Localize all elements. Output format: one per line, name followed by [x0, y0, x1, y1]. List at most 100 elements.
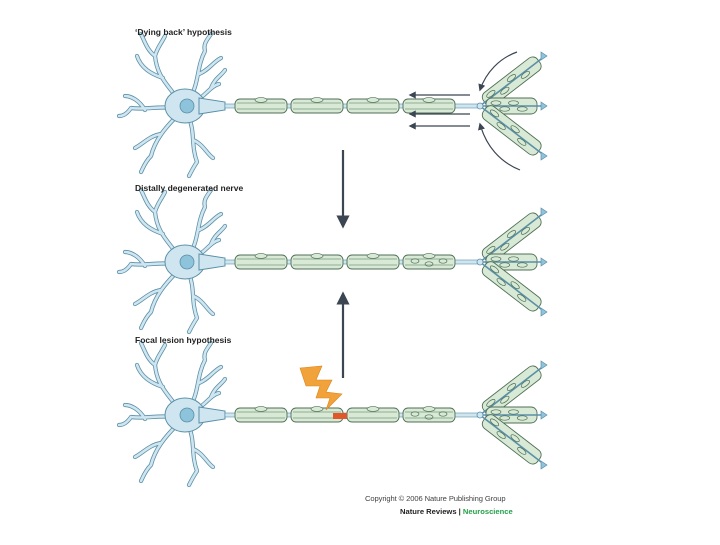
branch-point [476, 411, 484, 419]
schwann-nucleus [310, 253, 324, 259]
synaptic-bouton [540, 257, 548, 267]
nucleus [179, 254, 195, 270]
myelin-segment [290, 97, 344, 114]
myelin-ovoid [506, 383, 516, 391]
myelin-ovoid [517, 294, 527, 302]
myelin-ovoid [506, 74, 516, 82]
myelin-segment [346, 253, 400, 270]
schwann-nucleus [254, 253, 268, 259]
myelin-ovoid [500, 86, 510, 95]
synaptic-bouton [540, 307, 548, 317]
nerve-terminals-2 [476, 207, 548, 317]
myelin-ovoid [489, 109, 500, 118]
nerve-terminals-3 [476, 360, 548, 470]
schwann-nucleus [254, 97, 268, 103]
myelin-ovoid [500, 395, 510, 404]
schwann-nucleus [422, 97, 436, 103]
branch-point [476, 258, 484, 266]
myelin-segment [402, 97, 456, 114]
terminal-branch [479, 414, 548, 470]
myelin-ovoid [424, 261, 434, 267]
myelin-segment [234, 253, 288, 270]
myelin-ovoid [510, 434, 520, 443]
terminal-axon [479, 105, 546, 157]
dendrite [133, 114, 179, 174]
terminal-branch [479, 105, 548, 161]
dendrite [135, 341, 179, 409]
dendrite [187, 272, 215, 334]
retrograde-arrow-icon [478, 122, 521, 171]
myelin-ovoid [516, 106, 528, 112]
degenerating-myelin-segment [402, 253, 456, 270]
panel-title-focal-lesion: Focal lesion hypothesis [135, 335, 232, 345]
axon-hillock [198, 406, 226, 424]
myelin-ovoid [490, 100, 502, 106]
lesion-mark [333, 413, 347, 419]
synaptic-bouton [540, 207, 548, 217]
axon-hillock [198, 97, 226, 115]
nerve-terminals-1 [476, 51, 548, 161]
terminal-branch [479, 360, 548, 416]
synaptic-bouton [540, 151, 548, 161]
myelin-ovoid [438, 411, 448, 417]
myelin-ovoid [496, 278, 506, 286]
branch-point [476, 102, 484, 110]
journal-name: Nature Reviews [400, 507, 457, 516]
myelin-ovoid [490, 256, 502, 262]
myelin-ovoid [506, 230, 516, 238]
journal-section: Neuroscience [462, 507, 513, 516]
terminal-branch [479, 207, 548, 263]
synaptic-bouton [540, 101, 548, 111]
axon-2 [224, 253, 481, 270]
dendrite [187, 116, 215, 178]
schwann-nucleus [366, 97, 380, 103]
schwann-nucleus [422, 406, 436, 412]
myelin-ovoid [499, 262, 511, 268]
myelin-ovoid [486, 399, 496, 407]
axon-3 [224, 406, 481, 423]
myelin-segment [346, 97, 400, 114]
myelin-ovoid [520, 226, 530, 235]
myelin-ovoid [410, 258, 420, 264]
synaptic-bouton [540, 360, 548, 370]
myelin-ovoid [517, 138, 527, 146]
neuron-2 [116, 187, 228, 335]
nucleus [179, 407, 195, 423]
dendrite [133, 270, 179, 330]
myelin-segment [346, 406, 400, 423]
panel-title-distally-degenerated: Distally degenerated nerve [135, 183, 244, 193]
synaptic-bouton [540, 410, 548, 420]
schwann-nucleus [366, 406, 380, 412]
axon-hillock [198, 253, 226, 271]
myelin-ovoid [496, 122, 506, 130]
neuron-3 [116, 340, 228, 488]
terminal-axon [479, 261, 546, 313]
myelin-ovoid [489, 418, 500, 427]
degenerating-myelin-segment [402, 406, 456, 423]
myelin-ovoid [510, 125, 520, 134]
myelin-ovoid [508, 256, 519, 262]
myelin-ovoid [520, 70, 530, 79]
synaptic-bouton [540, 460, 548, 470]
retrograde-arrow-icon [478, 51, 518, 92]
schwann-nucleus [254, 406, 268, 412]
axon-1 [224, 97, 481, 114]
myelin-ovoid [508, 100, 519, 106]
nucleus [179, 98, 195, 114]
myelin-ovoid [516, 262, 528, 268]
myelin-ovoid [424, 414, 434, 420]
myelin-ovoid [496, 431, 506, 439]
myelin-ovoid [486, 246, 496, 254]
myelin-ovoid [517, 447, 527, 455]
myelin-ovoid [490, 409, 502, 415]
myelin-ovoid [520, 379, 530, 388]
copyright-notice: Copyright © 2006 Nature Publishing Group [365, 494, 506, 503]
lightning-bolt-icon [299, 365, 343, 411]
schwann-nucleus [310, 406, 324, 412]
myelin-segment [290, 253, 344, 270]
schwann-nucleus [422, 253, 436, 259]
myelin-ovoid [500, 242, 510, 251]
neuron-1 [116, 31, 228, 179]
dendrite [135, 32, 179, 100]
